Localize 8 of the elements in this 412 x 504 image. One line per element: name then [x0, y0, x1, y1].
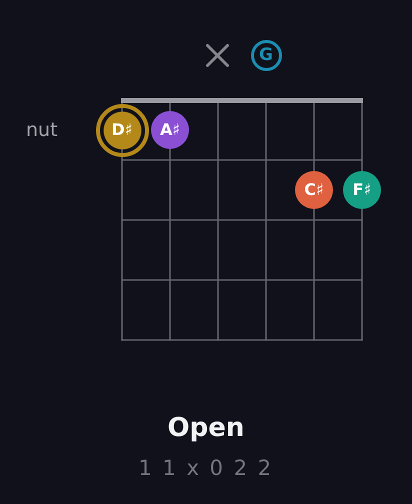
- chord-title: Open: [168, 412, 244, 444]
- note-dot: A♯: [151, 111, 189, 149]
- note-dot: C♯: [295, 171, 333, 209]
- root-note-dot: D♯: [96, 104, 148, 156]
- note-dot: F♯: [343, 171, 381, 209]
- open-string-ring: G: [250, 40, 282, 70]
- fingering-label: 1 1 x 0 2 2: [138, 456, 274, 481]
- nut-label: nut: [26, 118, 58, 142]
